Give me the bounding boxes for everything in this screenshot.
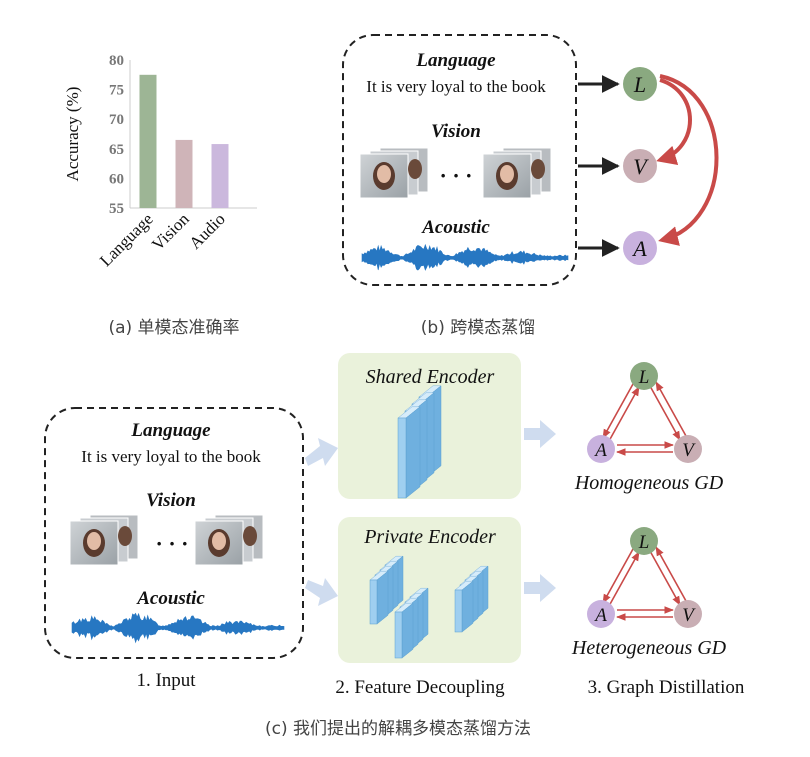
sentence-text-c: It is very loyal to the book: [81, 447, 261, 466]
y-tick-label: 65: [109, 142, 124, 158]
heterogeneous-gd-label: Heterogeneous GD: [571, 637, 727, 659]
private-encoder-layers: [369, 555, 489, 659]
vision-title-c: Vision: [146, 490, 196, 511]
bar-audio: [211, 144, 229, 208]
encoder-layer: [405, 406, 421, 499]
language-title-c: Language: [130, 420, 211, 441]
bar-vision: [175, 139, 193, 208]
hetero-node-V-label: V: [682, 605, 696, 626]
edge-L-V-h: [649, 550, 681, 606]
private-encoder-box: [338, 517, 521, 663]
vision-title: Vision: [431, 121, 481, 142]
edge-L-V: [649, 385, 681, 441]
edge-L-A-h: [602, 548, 634, 604]
y-axis-label: Accuracy (%): [63, 87, 82, 182]
homo-node-A-label: A: [593, 440, 607, 461]
homo-node-A: [587, 435, 615, 463]
node-V: [623, 149, 657, 183]
audio-waveform: [361, 243, 569, 271]
private-encoder: Private Encoder: [338, 517, 521, 663]
node-A: [623, 231, 657, 265]
sentence-text: It is very loyal to the book: [366, 77, 546, 96]
panel-c-input: Language It is very loyal to the book Vi…: [44, 407, 304, 659]
y-tick-label: 70: [109, 112, 124, 128]
encoder-layer: [394, 611, 403, 659]
arrow-shared-to-homo: [524, 420, 556, 448]
encoder-layer: [369, 579, 378, 625]
edge-L-A: [602, 383, 634, 439]
accuracy-bar-chart: Accuracy (%) 556065707580LanguageVisionA…: [63, 53, 257, 270]
distill-arrow-L-V: [656, 78, 692, 165]
x-tick-label: Audio: [185, 209, 228, 252]
hetero-node-V: [674, 600, 702, 628]
node-A-label: A: [631, 236, 647, 261]
private-encoder-title: Private Encoder: [363, 526, 496, 548]
caption-a: (a) 单模态准确率: [108, 318, 239, 338]
language-title: Language: [415, 50, 496, 71]
node-L: [623, 67, 657, 101]
shared-encoder: Shared Encoder: [338, 353, 521, 499]
arrow-input-to-private: [305, 578, 338, 606]
homogeneous-graph: L A V Homogeneous GD: [574, 362, 724, 494]
step-feature-decoupling: 2. Feature Decoupling: [335, 677, 505, 698]
edge-A-L: [608, 386, 640, 442]
homogeneous-gd-label: Homogeneous GD: [574, 472, 724, 494]
homo-node-V: [674, 435, 702, 463]
flow-arrows: [305, 420, 556, 606]
acoustic-title-c: Acoustic: [136, 588, 205, 609]
caption-b: (b) 跨模态蒸馏: [421, 318, 535, 338]
encoder-layer: [461, 580, 474, 633]
edge-A-L-h: [608, 551, 640, 607]
y-tick-label: 80: [109, 53, 124, 69]
hetero-node-A-label: A: [593, 605, 607, 626]
arrow-input-to-shared: [305, 438, 338, 466]
step-graph-distillation: 3. Graph Distillation: [588, 677, 745, 698]
edge-V-L: [655, 381, 687, 437]
node-V-label: V: [633, 154, 649, 179]
y-tick-label: 60: [109, 171, 124, 187]
node-L-label: L: [633, 72, 646, 97]
encoder-layer: [376, 570, 389, 625]
distill-arrow-L-A: [658, 74, 719, 246]
hetero-node-L: [630, 527, 658, 555]
x-tick-label: Vision: [148, 209, 193, 254]
video-frames-left: [359, 147, 429, 199]
frames-ellipsis: · · ·: [439, 163, 472, 188]
hetero-node-L-label: L: [638, 532, 650, 553]
caption-c: (c) 我们提出的解耦多模态蒸馏方法: [265, 719, 531, 739]
arrow-private-to-hetero: [524, 574, 556, 602]
shared-encoder-title: Shared Encoder: [366, 366, 495, 388]
shared-encoder-layers: [397, 385, 442, 499]
hetero-node-A: [587, 600, 615, 628]
encoder-layer: [401, 602, 414, 659]
encoder-layer: [454, 589, 463, 633]
video-frames-right: [482, 147, 552, 199]
edge-V-L-h: [655, 546, 687, 602]
homo-node-L: [630, 362, 658, 390]
bar-language: [139, 74, 157, 208]
encoder-layer: [397, 417, 407, 499]
step-input: 1. Input: [136, 670, 196, 691]
acoustic-title: Acoustic: [421, 217, 490, 238]
y-tick-label: 55: [109, 201, 124, 217]
audio-waveform-c: [71, 612, 285, 644]
homo-node-L-label: L: [638, 367, 650, 388]
video-frames-right-c: [194, 514, 264, 566]
panel-b: Language It is very loyal to the book Vi…: [342, 34, 719, 286]
frames-ellipsis-c: · · ·: [155, 531, 188, 556]
input-box: [342, 34, 577, 286]
input-box-c: [44, 407, 304, 659]
y-tick-label: 75: [109, 83, 124, 99]
heterogeneous-graph: L A V Heterogeneous GD: [571, 527, 727, 659]
video-frames-left-c: [69, 514, 139, 566]
homo-node-V-label: V: [682, 440, 696, 461]
